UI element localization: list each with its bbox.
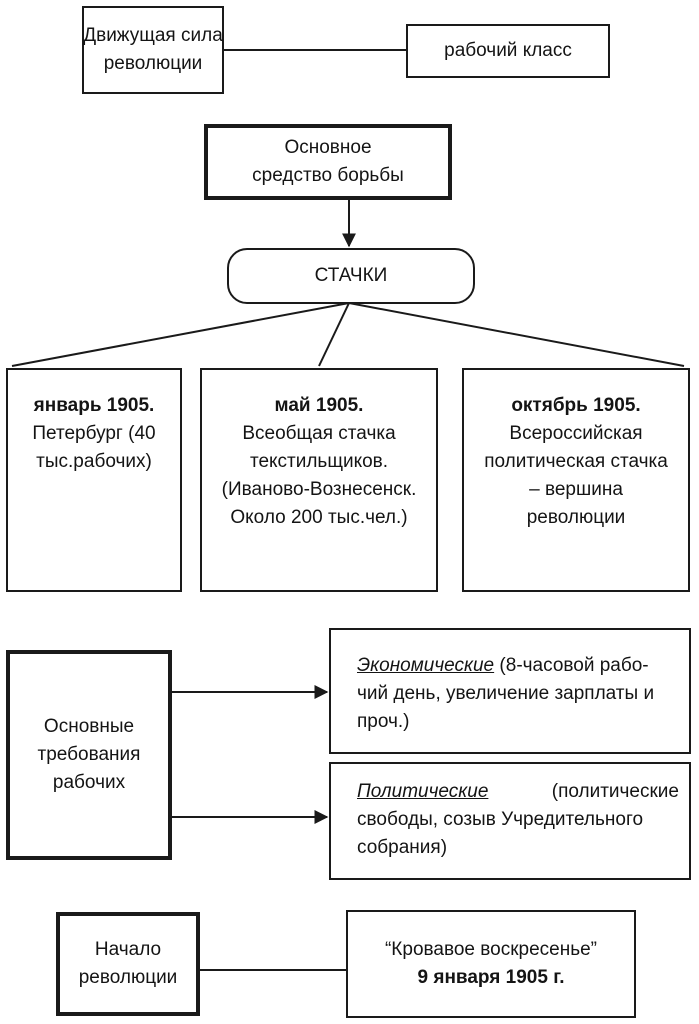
beginning-label-line-1: Начало bbox=[94, 939, 162, 960]
driving-force-label-line-1: Движущая сила bbox=[83, 25, 223, 46]
strike-may-line-1: Всеобщая стачка bbox=[242, 423, 396, 444]
demands-label-line-1: Основные bbox=[43, 716, 135, 737]
strike-october-line-2: политическая стачка bbox=[484, 451, 668, 472]
economic-demands-line-3: проч.) bbox=[357, 711, 410, 732]
strikes-box: СТАЧКИ bbox=[227, 248, 475, 304]
demands-box: Основные требования рабочих bbox=[6, 650, 172, 860]
bloody-sunday-title: “Кровавое воскресенье” bbox=[384, 939, 597, 960]
strikes-to-october-line bbox=[348, 302, 685, 367]
strike-october-line-4: революции bbox=[526, 507, 626, 528]
working-class-label: рабочий класс bbox=[444, 40, 572, 61]
political-demands-line-2: свободы, созыв Учредительного bbox=[357, 809, 644, 830]
driving-force-box: Движущая сила революции bbox=[82, 6, 224, 94]
strike-may-box: май 1905. Всеобщая стачка текстильщиков.… bbox=[200, 368, 438, 592]
working-class-box: рабочий класс bbox=[406, 24, 610, 78]
strike-october-box: октябрь 1905. Всероссийская политическая… bbox=[462, 368, 690, 592]
strike-may-line-4: Около 200 тыс.чел.) bbox=[230, 507, 408, 528]
strike-may-line-3: (Иваново-Вознесенск. bbox=[221, 479, 417, 500]
political-demands-line-1: Политические (политические bbox=[357, 778, 679, 806]
political-demands-box: Политические (политические свободы, созыв… bbox=[329, 762, 691, 880]
strike-october-line-3: – вершина bbox=[529, 479, 623, 500]
economic-demands-line-1: Экономические (8-часовой рабо- bbox=[357, 652, 679, 680]
political-demands-line-1-rest: (политические bbox=[551, 781, 679, 802]
strike-january-date: январь 1905. bbox=[33, 395, 155, 416]
main-means-label-line-1: Основное bbox=[284, 137, 372, 158]
bloody-sunday-date: 9 января 1905 г. bbox=[417, 967, 565, 988]
economic-demands-line-1-rest: (8-часовой рабо- bbox=[494, 655, 649, 676]
economic-demands-title: Экономические bbox=[357, 655, 495, 676]
strike-january-line-1: Петербург (40 bbox=[32, 423, 156, 444]
strike-october-line-1: Всероссийская bbox=[509, 423, 643, 444]
bloody-sunday-box: “Кровавое воскресенье” 9 января 1905 г. bbox=[346, 910, 636, 1018]
demands-label-line-3: рабочих bbox=[52, 772, 126, 793]
main-means-box: Основное средство борьбы bbox=[204, 124, 452, 200]
political-demands-title: Политические bbox=[357, 781, 489, 802]
strikes-to-may-line bbox=[318, 302, 350, 367]
economic-demands-box: Экономические (8-часовой рабо- чий день,… bbox=[329, 628, 691, 754]
strike-january-box: январь 1905. Петербург (40 тыс.рабочих) bbox=[6, 368, 182, 592]
strikes-label: СТАЧКИ bbox=[314, 265, 388, 286]
strike-october-date: октябрь 1905. bbox=[511, 395, 641, 416]
strike-may-line-2: текстильщиков. bbox=[249, 451, 389, 472]
economic-demands-line-2: чий день, увеличение зарплаты и bbox=[357, 683, 655, 704]
main-means-label-line-2: средство борьбы bbox=[252, 165, 404, 186]
strike-january-line-2: тыс.рабочих) bbox=[36, 451, 152, 472]
beginning-label-line-2: революции bbox=[78, 967, 178, 988]
strike-may-date: май 1905. bbox=[274, 395, 364, 416]
demands-label-line-2: требования bbox=[37, 744, 141, 765]
political-demands-line-3: собрания) bbox=[357, 837, 448, 858]
beginning-box: Начало революции bbox=[56, 912, 200, 1016]
strikes-to-january-line bbox=[11, 302, 350, 367]
driving-force-label-line-2: революции bbox=[103, 53, 203, 74]
